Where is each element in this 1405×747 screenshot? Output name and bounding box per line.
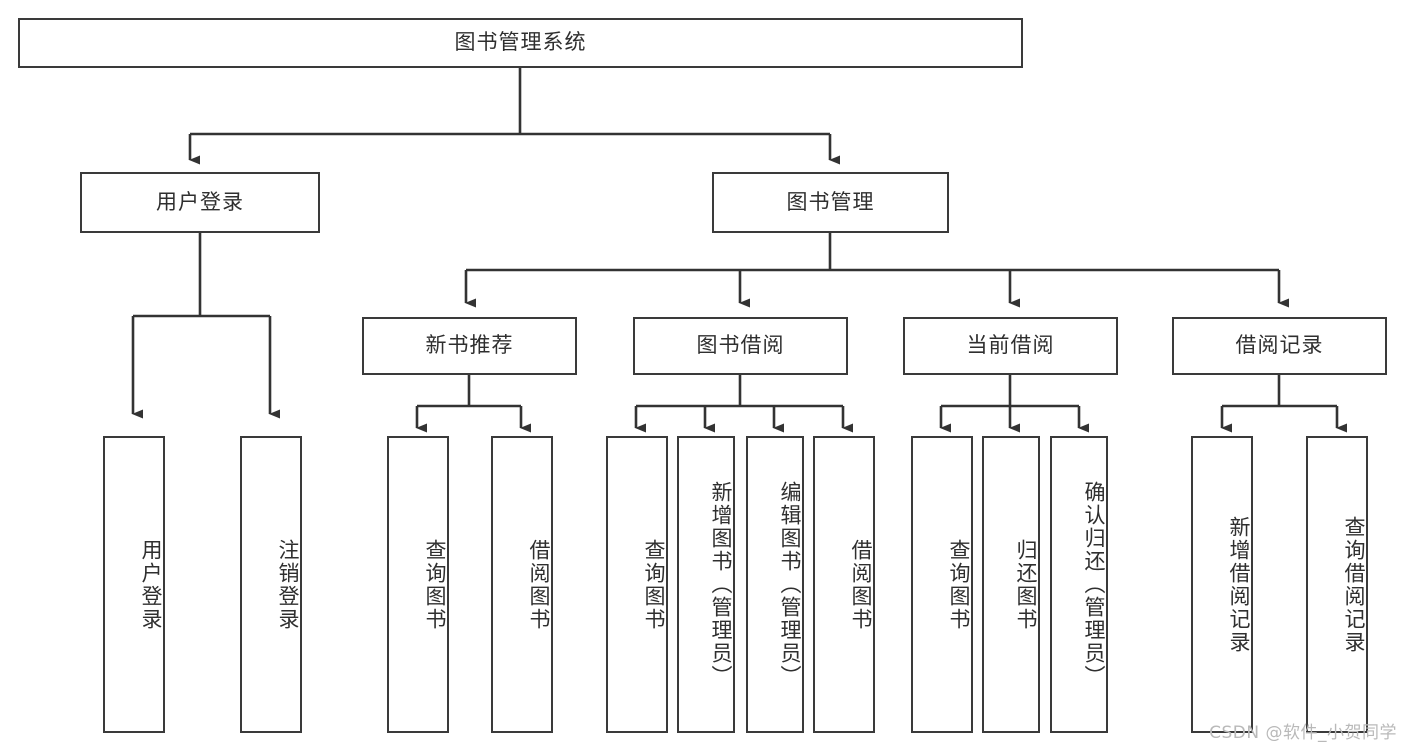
leaf-current-query-book-label: 查询图书 [947, 538, 971, 631]
leaf-current-confirm-return[interactable]: 确认归还（管理员） [1050, 436, 1108, 733]
node-book-management-label: 图书管理 [786, 189, 875, 214]
leaf-logout-label: 注销登录 [276, 538, 300, 631]
leaf-record-query[interactable]: 查询借阅记录 [1306, 436, 1368, 733]
leaf-borrow-edit-book-label: 编辑图书（管理员） [778, 481, 802, 688]
node-book-management[interactable]: 图书管理 [712, 172, 949, 233]
node-user-login-label: 用户登录 [156, 189, 244, 214]
node-new-book-recommend-label: 新书推荐 [425, 333, 514, 358]
csdn-watermark: CSDN @软件_小贺同学 [1209, 723, 1397, 743]
leaf-borrow-borrow-book-label: 借阅图书 [849, 538, 873, 631]
leaf-logout[interactable]: 注销登录 [240, 436, 302, 733]
node-user-login[interactable]: 用户登录 [80, 172, 320, 233]
node-book-borrow[interactable]: 图书借阅 [633, 317, 848, 375]
node-new-book-recommend[interactable]: 新书推荐 [362, 317, 577, 375]
node-borrow-records-label: 借阅记录 [1235, 333, 1324, 358]
node-current-borrow[interactable]: 当前借阅 [903, 317, 1118, 375]
leaf-current-return-book-label: 归还图书 [1014, 538, 1038, 631]
node-root-label: 图书管理系统 [454, 30, 587, 55]
node-root[interactable]: 图书管理系统 [18, 18, 1023, 68]
leaf-user-login[interactable]: 用户登录 [103, 436, 165, 733]
leaf-record-add[interactable]: 新增借阅记录 [1191, 436, 1253, 733]
leaf-record-query-label: 查询借阅记录 [1342, 515, 1366, 654]
node-borrow-records[interactable]: 借阅记录 [1172, 317, 1387, 375]
leaf-borrow-borrow-book[interactable]: 借阅图书 [813, 436, 875, 733]
leaf-newbook-borrow-book[interactable]: 借阅图书 [491, 436, 553, 733]
leaf-user-login-label: 用户登录 [139, 538, 163, 631]
leaf-borrow-edit-book[interactable]: 编辑图书（管理员） [746, 436, 804, 733]
leaf-current-confirm-return-label: 确认归还（管理员） [1082, 481, 1106, 688]
node-book-borrow-label: 图书借阅 [696, 333, 785, 358]
leaf-borrow-query-book[interactable]: 查询图书 [606, 436, 668, 733]
leaf-borrow-add-book-label: 新增图书（管理员） [709, 481, 733, 688]
leaf-current-query-book[interactable]: 查询图书 [911, 436, 973, 733]
leaf-record-add-label: 新增借阅记录 [1227, 515, 1251, 654]
leaf-newbook-query-book-label: 查询图书 [423, 538, 447, 631]
leaf-borrow-add-book[interactable]: 新增图书（管理员） [677, 436, 735, 733]
leaf-current-return-book[interactable]: 归还图书 [982, 436, 1040, 733]
leaf-newbook-query-book[interactable]: 查询图书 [387, 436, 449, 733]
node-current-borrow-label: 当前借阅 [966, 333, 1055, 358]
leaf-newbook-borrow-book-label: 借阅图书 [527, 538, 551, 631]
leaf-borrow-query-book-label: 查询图书 [642, 538, 666, 631]
